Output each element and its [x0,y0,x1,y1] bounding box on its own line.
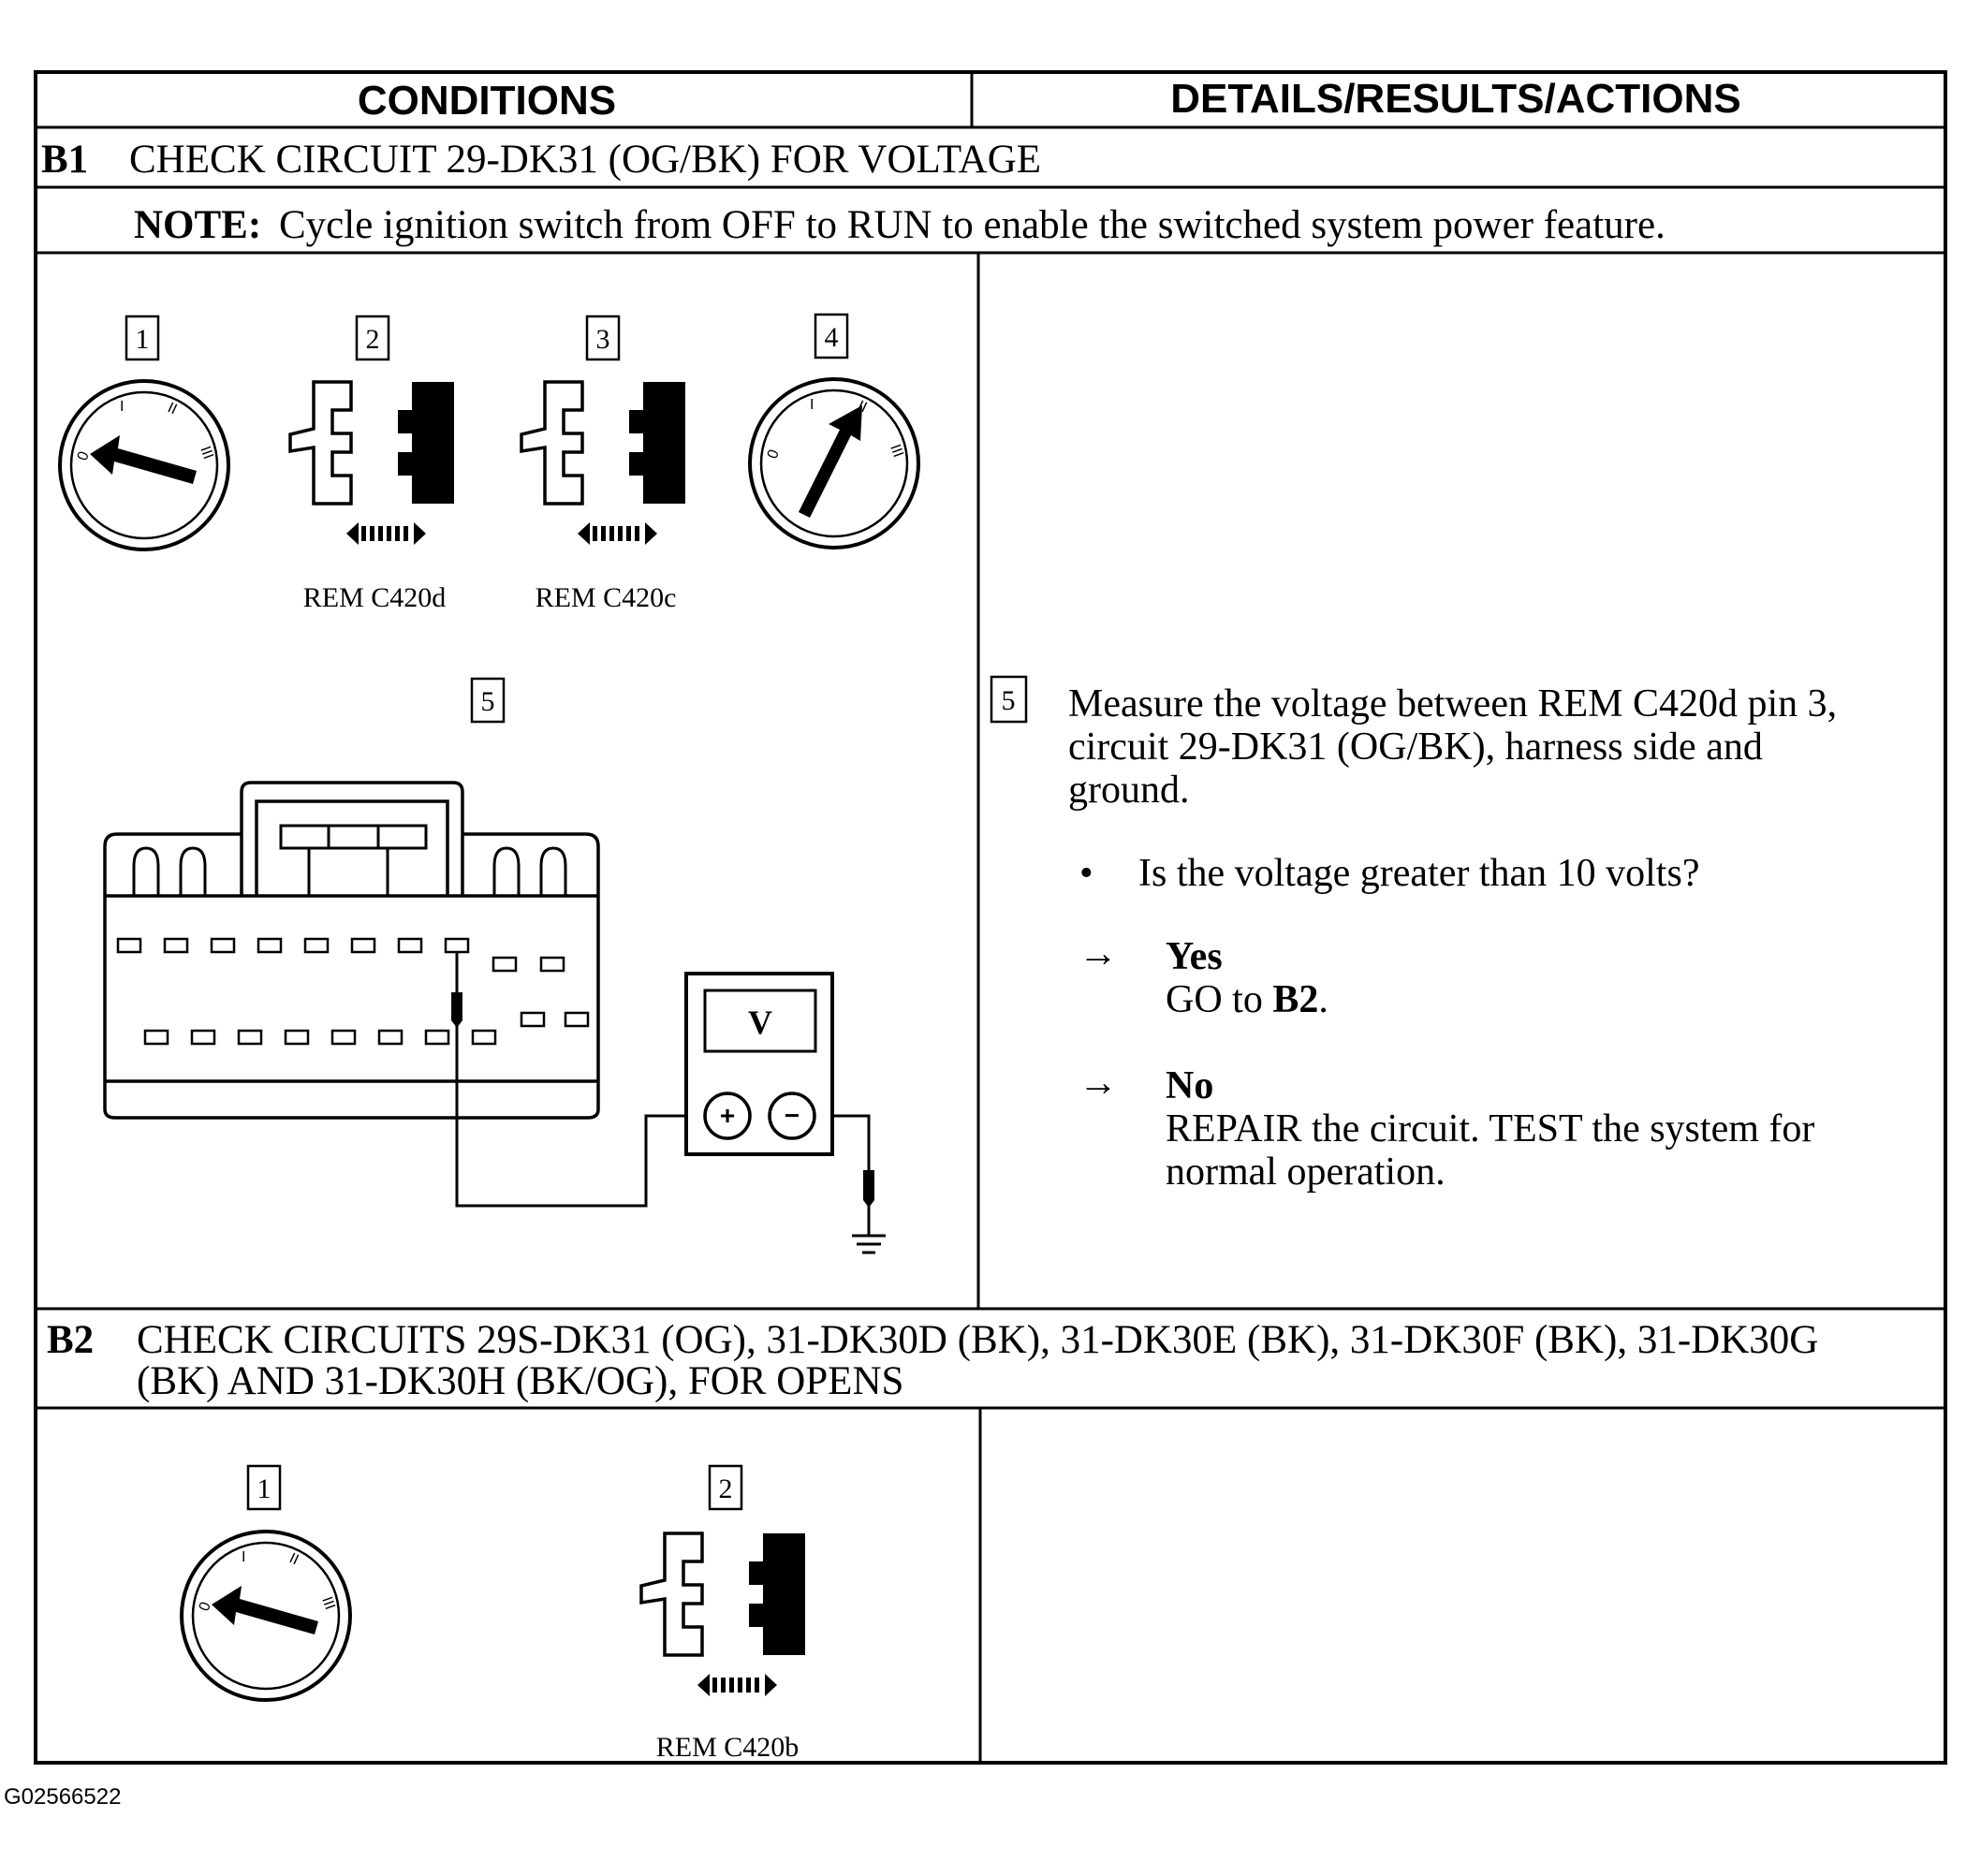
yes-label: Yes [1166,935,1223,978]
connector-label-c420c: REM C420c [536,582,677,613]
action-text-line-1: Measure the voltage between REM C420d pi… [1068,682,1837,725]
b2-step-id: B2 [47,1318,94,1362]
voltmeter-display: V [748,1004,772,1041]
test-lead-wiring [455,952,886,1254]
step-box-2: 2 [355,315,390,361]
svg-text:5: 5 [1002,685,1016,716]
svg-text:4: 4 [825,322,839,353]
connector-label-c420d: REM C420d [303,582,447,613]
figure-id: G02566522 [4,1784,121,1810]
step-box-3: 3 [585,315,621,361]
connector-label-c420b: REM C420b [656,1732,800,1763]
b1-title: CHECK CIRCUIT 29-DK31 (OG/BK) FOR VOLTAG… [129,138,1041,182]
b2-title-line-2: (BK) AND 31-DK30H (BK/OG), FOR OPENS [137,1359,903,1403]
svg-text:III: III [197,445,216,462]
svg-text:I: I [810,397,814,413]
question-text: Is the voltage greater than 10 volts? [1138,852,1699,895]
b1-step-id: B1 [41,138,88,182]
no-action-line-2: normal operation. [1166,1151,1445,1194]
yes-action: GO to B2. [1166,978,1328,1021]
voltmeter-icon: V + − [684,972,834,1156]
b2-ignition-switch-off-icon: 0 I II III [180,1530,352,1702]
voltmeter-minus-terminal: − [785,1101,800,1130]
svg-text:2: 2 [719,1473,733,1504]
svg-text:I: I [242,1549,245,1565]
svg-text:3: 3 [596,324,610,355]
harness-connector-diagram [103,781,600,1120]
connector-c420c-icon [520,380,687,547]
svg-text:III: III [887,443,906,460]
no-label: No [1166,1064,1213,1107]
b2-step-box-2: 2 [708,1464,743,1511]
b2-step-box-1: 1 [246,1464,282,1511]
note-label: NOTE: [134,203,261,247]
step-box-4: 4 [814,313,849,359]
connector-c420d-icon [288,380,456,547]
ignition-switch-off-icon: 0 I II III [58,379,230,551]
no-arrow-icon: → [1079,1062,1118,1105]
svg-text:I: I [120,399,124,415]
step-box-5: 5 [470,677,506,724]
action-text-line-3: ground. [1068,769,1190,812]
no-action-line-1: REPAIR the circuit. TEST the system for [1166,1107,1814,1151]
svg-text:1: 1 [257,1473,271,1504]
b2-title-line-1: CHECK CIRCUITS 29S-DK31 (OG), 31-DK30D (… [137,1318,1818,1362]
action-text-line-2: circuit 29-DK31 (OG/BK), harness side an… [1068,725,1763,769]
svg-text:5: 5 [481,686,495,717]
action-step-box-5: 5 [990,675,1028,724]
connector-pin-cavities [116,937,590,1046]
svg-text:2: 2 [366,324,380,355]
voltmeter-plus-terminal: + [720,1101,735,1130]
question-bullet: • [1079,852,1093,895]
ignition-switch-run-icon: 0 I II III [748,377,920,550]
connector-c420b-icon [639,1532,807,1698]
probe-icon [451,992,874,1208]
conditions-header: CONDITIONS [358,78,616,124]
svg-text:1: 1 [136,324,150,355]
table-grid [34,70,1947,1765]
svg-text:III: III [318,1595,338,1612]
details-header: DETAILS/RESULTS/ACTIONS [1170,76,1741,122]
note-text: Cycle ignition switch from OFF to RUN to… [279,203,1666,247]
yes-arrow-icon: → [1079,932,1118,975]
step-box-1: 1 [125,315,160,361]
